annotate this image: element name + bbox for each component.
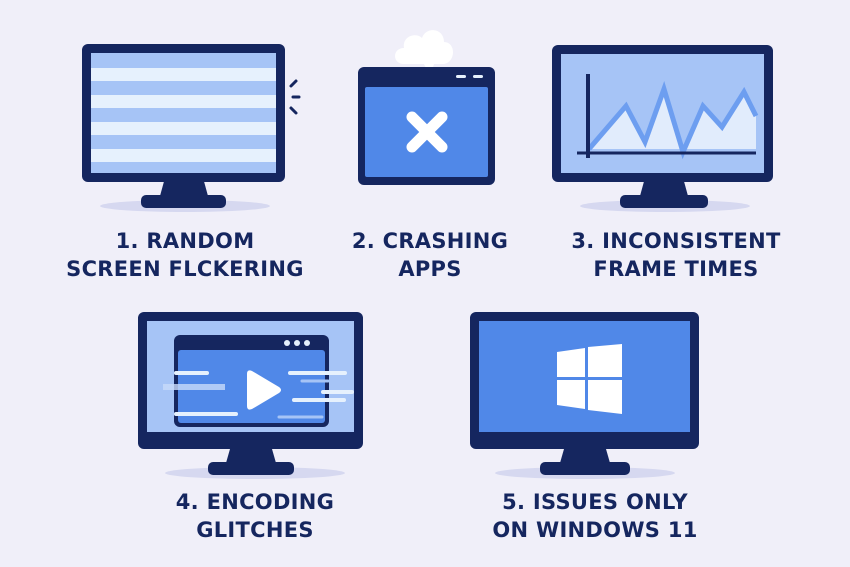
monitor-stand-neck — [160, 182, 208, 196]
label-line-2: GLITCHES — [196, 518, 314, 542]
line-graph-icon — [577, 74, 759, 160]
monitor-stand-base — [620, 195, 708, 208]
monitor-stand-base — [141, 195, 226, 208]
monitor-stand-neck — [560, 449, 610, 463]
windows-logo-icon — [557, 344, 622, 414]
monitor-stand-neck — [640, 182, 688, 196]
window-close-dash — [473, 75, 483, 78]
label-line-1: 2. CRASHING — [351, 229, 509, 253]
window-minimize-dash — [456, 75, 466, 78]
item-label: 3. INCONSISTENT FRAME TIMES — [556, 227, 796, 283]
item-label: 5. ISSUES ONLY ON WINDOWS 11 — [470, 488, 720, 544]
item-label: 1. RANDOM SCREEN FLCKERING — [40, 227, 330, 283]
monitor-stand-base — [540, 462, 630, 475]
flicker-lines-icon — [289, 79, 301, 115]
label-line-2: FRAME TIMES — [593, 257, 759, 281]
label-line-1: 5. ISSUES ONLY — [502, 490, 688, 514]
flickering-monitor-icon — [82, 44, 285, 182]
label-line-2: SCREEN FLCKERING — [66, 257, 304, 281]
window-content — [365, 87, 488, 177]
label-line-2: APPS — [398, 257, 462, 281]
label-line-1: 1. RANDOM — [115, 229, 255, 253]
label-line-1: 4. ENCODING — [175, 490, 335, 514]
label-line-1: 3. INCONSISTENT — [571, 229, 781, 253]
x-close-icon — [406, 111, 448, 153]
striped-screen — [91, 53, 276, 173]
play-icon — [247, 370, 281, 410]
item-label: 2. CRASHING APPS — [330, 227, 530, 283]
frame-time-graph-monitor-icon — [552, 45, 773, 182]
monitor-stand-base — [208, 462, 294, 475]
graph-screen — [561, 54, 764, 173]
monitor-stand-neck — [226, 449, 276, 463]
monitor-screen — [479, 321, 690, 432]
glitch-lines-and-play — [163, 370, 354, 419]
monitor-screen — [147, 321, 354, 432]
windows-logo-monitor-icon — [470, 312, 699, 449]
label-line-2: ON WINDOWS 11 — [492, 518, 698, 542]
error-cloud-icon — [395, 30, 453, 77]
crashing-app-window-icon — [358, 67, 495, 185]
item-label: 4. ENCODING GLITCHES — [150, 488, 360, 544]
video-glitch-monitor-icon — [138, 312, 363, 449]
